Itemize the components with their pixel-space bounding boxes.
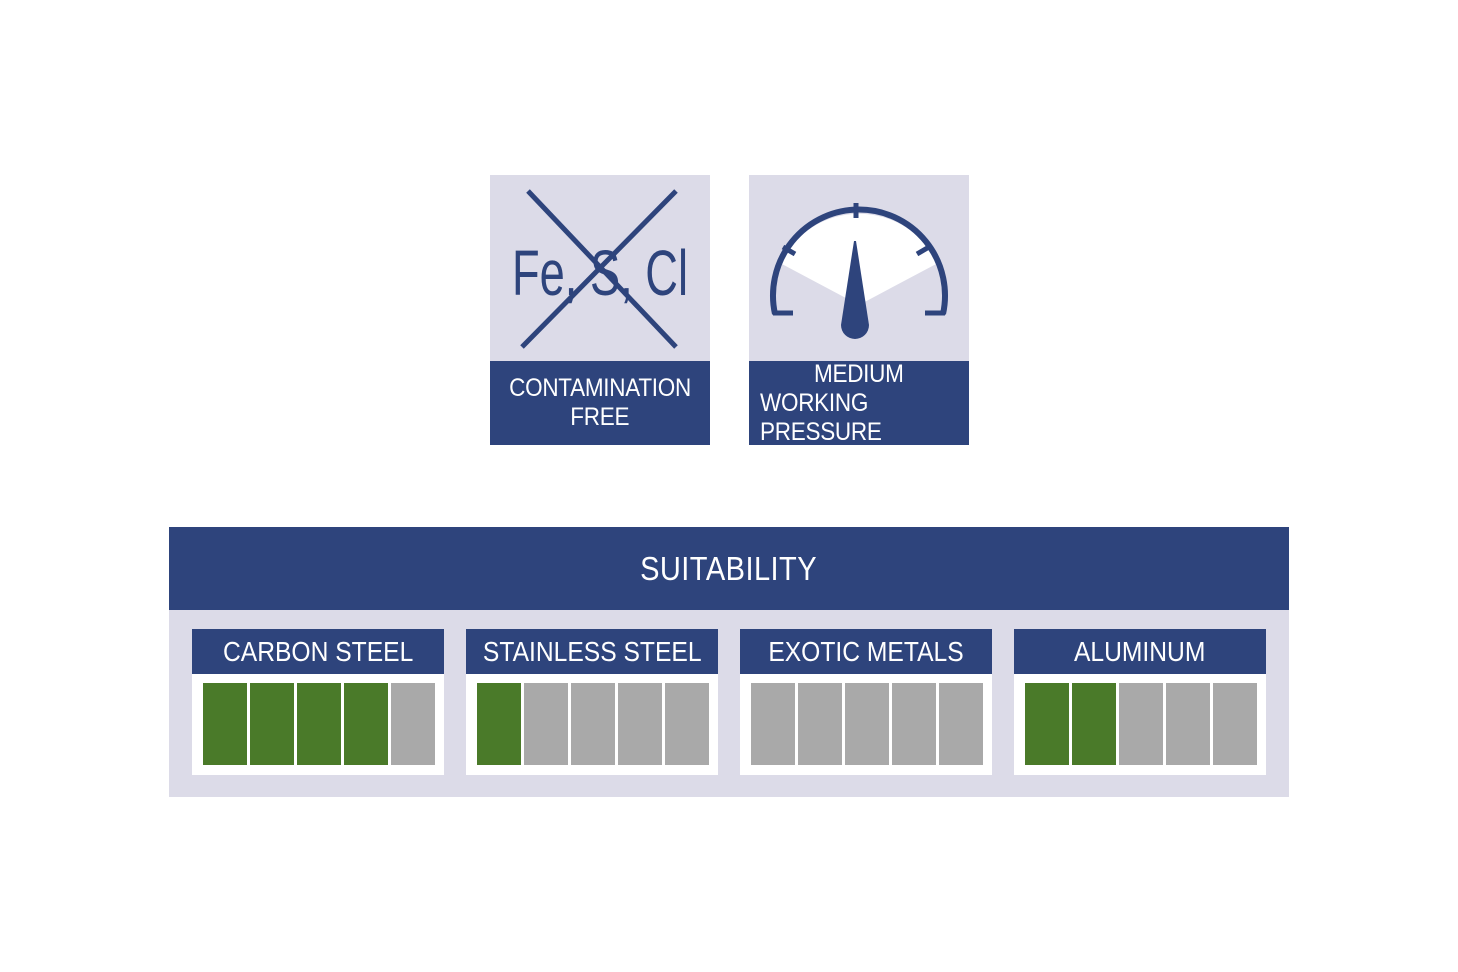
metal-card-exotic-metals: EXOTIC METALS — [740, 629, 992, 775]
contamination-free-badge: Fe, S, Cl CONTAMINATION FREE — [490, 175, 710, 445]
rating-segment-filled — [203, 683, 247, 765]
suitability-title: SUITABILITY — [640, 549, 818, 587]
badge-label-line: MEDIUM — [814, 359, 904, 388]
suitability-panel: SUITABILITY CARBON STEEL STAINLESS STEEL… — [169, 527, 1289, 797]
rating-bar — [751, 683, 983, 765]
metal-title: ALUMINUM — [1014, 629, 1266, 674]
metal-title: EXOTIC METALS — [740, 629, 992, 674]
rating-segment-filled — [1072, 683, 1116, 765]
medium-working-pressure-label: MEDIUM WORKING PRESSURE — [749, 359, 969, 446]
rating-segment-empty — [1166, 683, 1210, 765]
metal-card-carbon-steel: CARBON STEEL — [192, 629, 444, 775]
rating-segment-filled — [297, 683, 341, 765]
contaminants-text: Fe, S, Cl — [512, 237, 688, 309]
rating-segment-empty — [391, 683, 435, 765]
metal-name: EXOTIC METALS — [768, 635, 964, 667]
rating-segment-filled — [250, 683, 294, 765]
metal-title: STAINLESS STEEL — [466, 629, 718, 674]
metal-card-stainless-steel: STAINLESS STEEL — [466, 629, 718, 775]
metal-title: CARBON STEEL — [192, 629, 444, 674]
rating-segment-empty — [618, 683, 662, 765]
metal-name: STAINLESS STEEL — [482, 635, 702, 667]
rating-segment-filled — [344, 683, 388, 765]
contamination-free-label: CONTAMINATION FREE — [490, 361, 710, 445]
metal-name: ALUMINUM — [1074, 635, 1206, 667]
metal-card-aluminum: ALUMINUM — [1014, 629, 1266, 775]
rating-segment-empty — [751, 683, 795, 765]
badge-label-line: FREE — [570, 403, 630, 431]
rating-bar — [477, 683, 709, 765]
suitability-header: SUITABILITY — [169, 527, 1289, 610]
rating-bar — [203, 683, 435, 765]
rating-bar — [1025, 683, 1257, 765]
rating-segment-empty — [1119, 683, 1163, 765]
metal-name: CARBON STEEL — [222, 635, 414, 667]
rating-segment-empty — [665, 683, 709, 765]
rating-segment-empty — [798, 683, 842, 765]
rating-segment-empty — [845, 683, 889, 765]
rating-segment-empty — [939, 683, 983, 765]
rating-segment-empty — [524, 683, 568, 765]
badge-label-line: CONTAMINATION — [509, 374, 691, 402]
rating-segment-empty — [1213, 683, 1257, 765]
badge-label-line: WORKING PRESSURE — [760, 388, 882, 446]
rating-segment-empty — [571, 683, 615, 765]
pressure-gauge-icon — [770, 203, 948, 339]
medium-working-pressure-badge: MEDIUM WORKING PRESSURE — [749, 175, 969, 446]
rating-segment-filled — [477, 683, 521, 765]
rating-segment-empty — [892, 683, 936, 765]
contamination-crossed-icon: Fe, S, Cl — [512, 189, 688, 349]
rating-segment-filled — [1025, 683, 1069, 765]
